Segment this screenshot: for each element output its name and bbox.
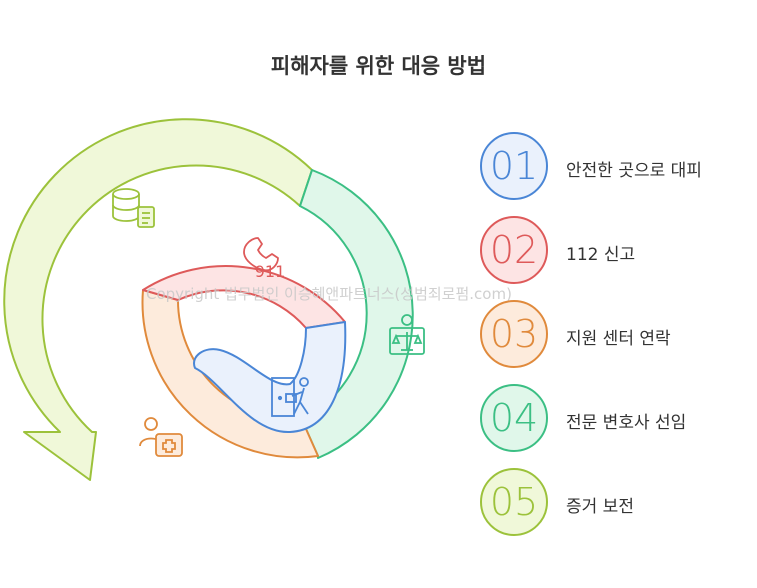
copyright-watermark: Copyright 법무법인 이승혜앤파트너스(성범죄로펌.com) [146, 285, 512, 303]
escape-arc [193, 321, 347, 434]
step-number-badge: 02 [480, 216, 548, 284]
evidence-database-icon [112, 188, 155, 228]
step-1: 01 안전한 곳으로 대피 [480, 132, 750, 204]
step-number-badge: 05 [480, 468, 548, 536]
step-4: 04 전문 변호사 선임 [480, 384, 750, 456]
exit-door-icon [271, 377, 309, 417]
page-title: 피해자를 위한 대응 방법 [270, 54, 487, 78]
evidence-arc [3, 118, 313, 481]
step-label: 안전한 곳으로 대피 [566, 161, 702, 181]
step-number-badge: 04 [480, 384, 548, 452]
step-label: 증거 보전 [566, 497, 634, 517]
medical-support-icon [139, 417, 183, 457]
step-5: 05 증거 보전 [480, 468, 750, 540]
step-number-badge: 03 [480, 300, 548, 368]
step-label: 지원 센터 연락 [566, 329, 671, 349]
report-arc [142, 265, 346, 329]
step-label: 전문 변호사 선임 [566, 413, 687, 433]
phone-911-label: 911 [255, 262, 286, 281]
lawyer-scales-icon [389, 314, 425, 355]
step-number-badge: 01 [480, 132, 548, 200]
step-label: 112 신고 [566, 245, 636, 265]
step-3: 03 지원 센터 연락 [480, 300, 750, 372]
step-2: 02 112 신고 [480, 216, 750, 288]
phone-911-icon: 911 [243, 237, 286, 281]
lawyer-arc [299, 169, 414, 459]
